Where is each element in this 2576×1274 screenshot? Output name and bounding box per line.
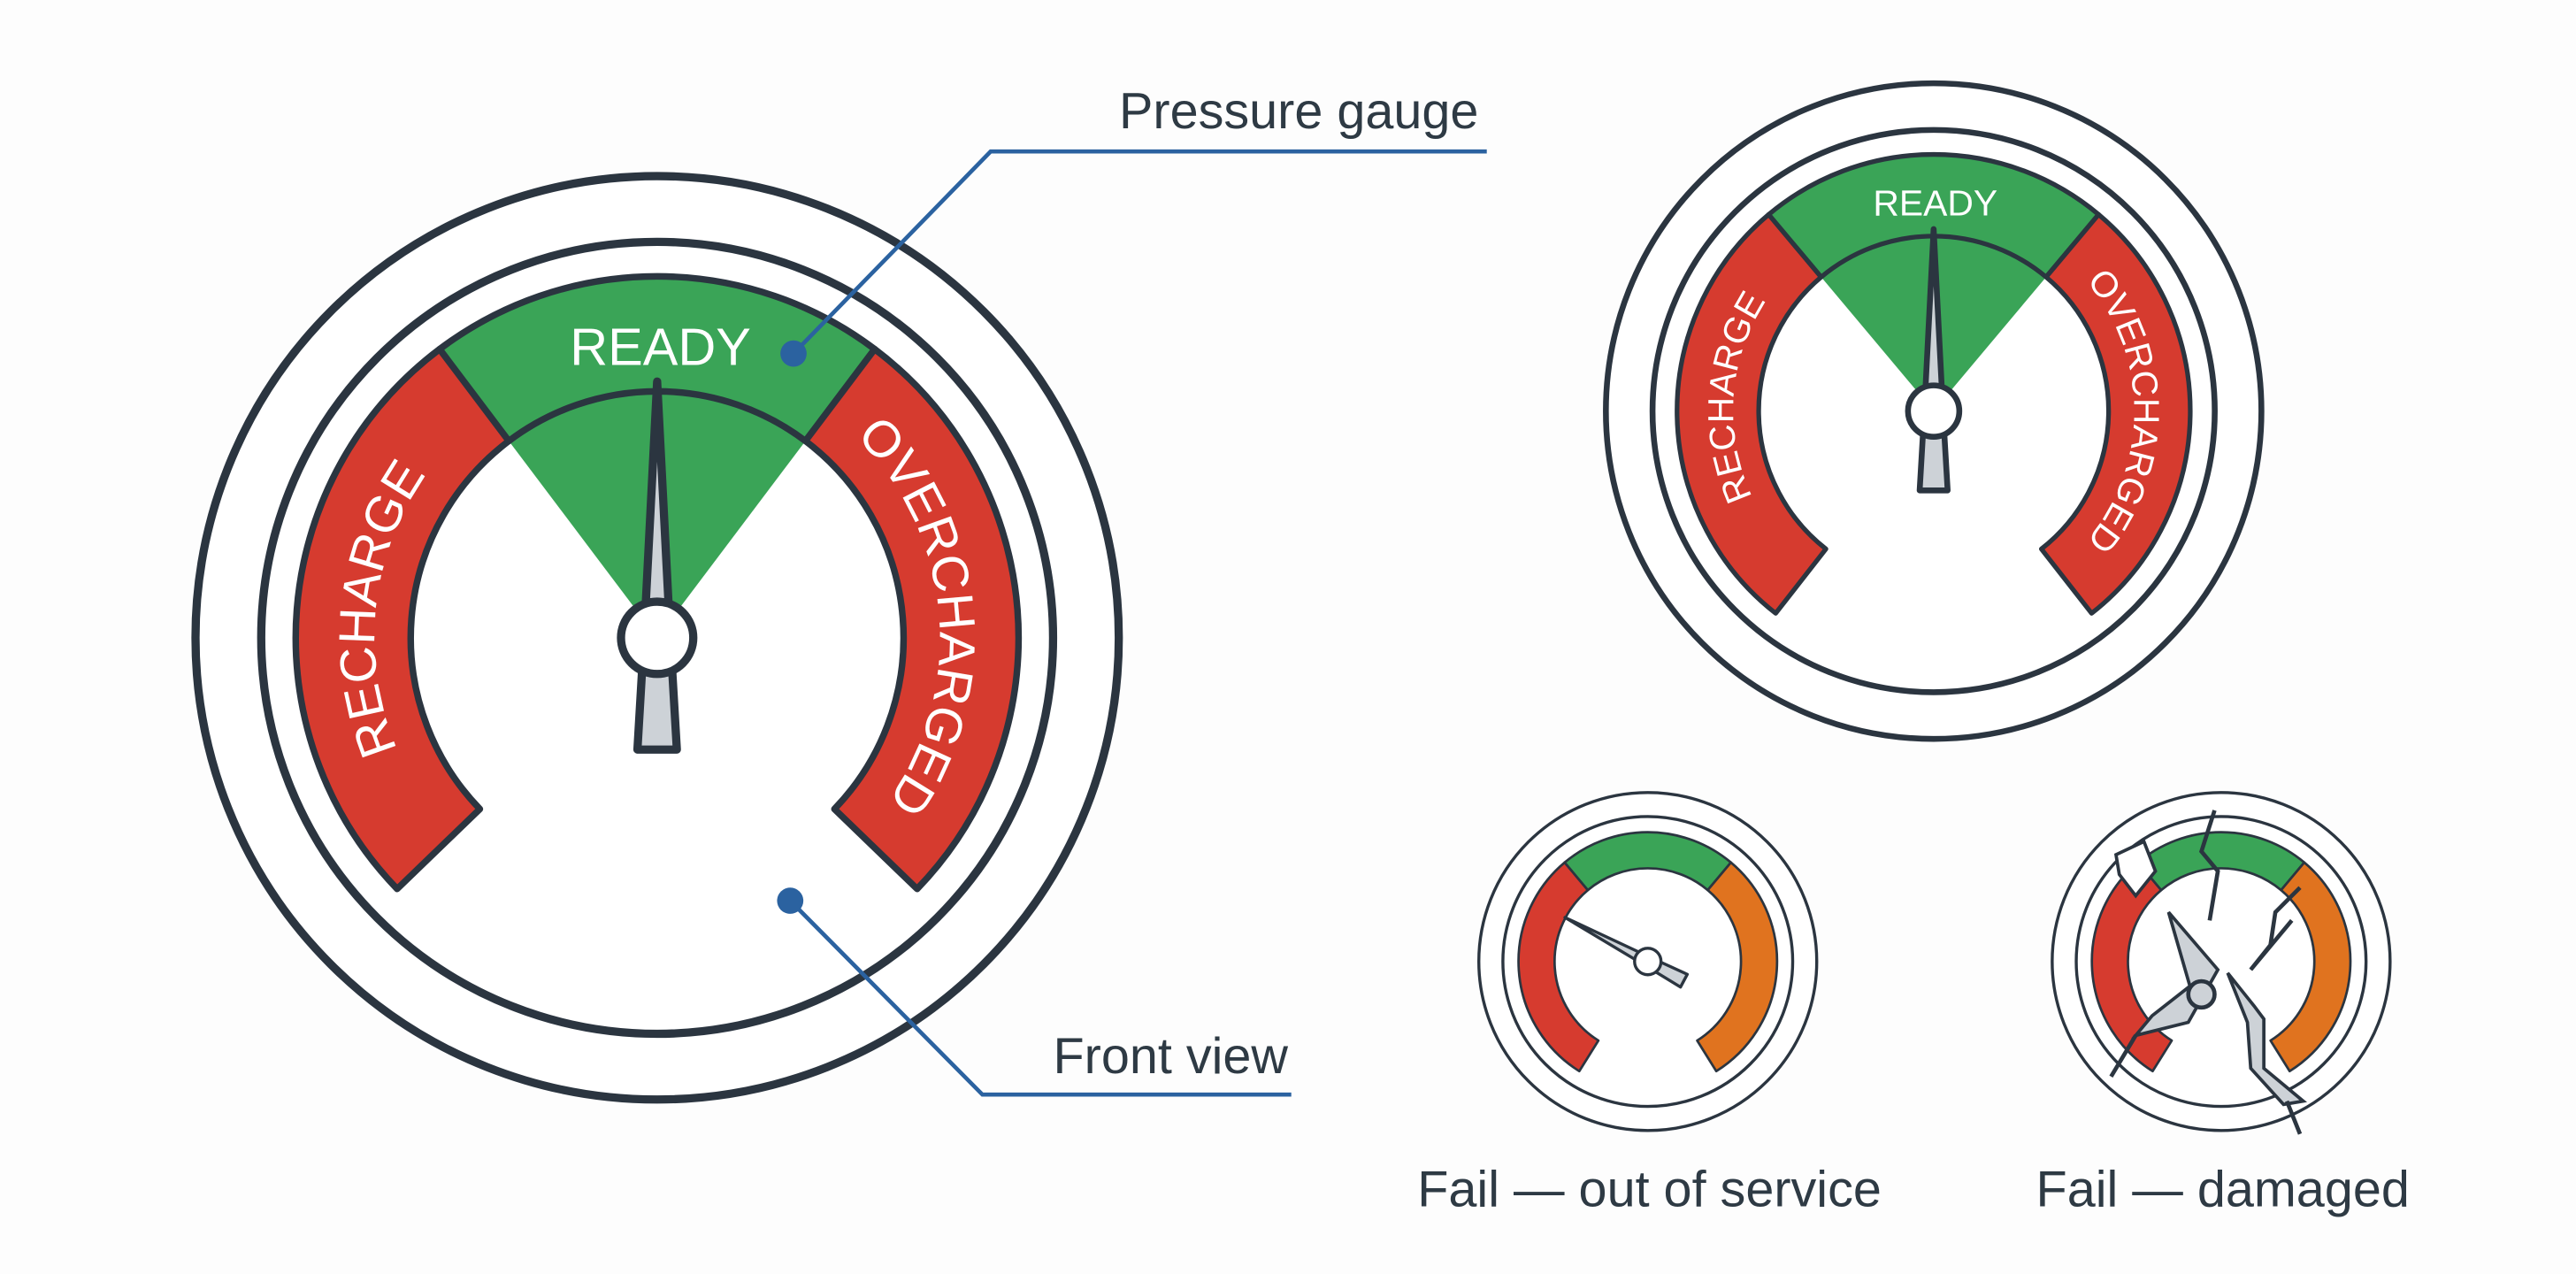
zone-ready: [436, 272, 878, 445]
zone-overcharged: [801, 345, 1023, 893]
zone-label-ready: READY: [1873, 183, 1997, 224]
caption-out-of-service: Fail — out of service: [1417, 1162, 1882, 1218]
zone-overcharged: [2269, 861, 2352, 1073]
caption-damaged: Fail — damaged: [2036, 1162, 2410, 1218]
fail-out-of-service-gauge: [1477, 791, 1819, 1132]
needle: [1905, 226, 1963, 494]
zone-recharge: [1675, 211, 1828, 616]
zone-label-ready: READY: [570, 318, 751, 377]
fail-damaged-gauge: [2051, 791, 2392, 1135]
leader-dot: [777, 887, 804, 914]
needle-hub: [2186, 979, 2217, 1010]
crack-line: [2109, 1034, 2303, 1135]
needle-hub: [1905, 382, 1963, 440]
needle: [617, 377, 698, 754]
leader-dot: [780, 340, 807, 367]
zone-overcharged: [2038, 211, 2193, 616]
needle-hub: [1633, 947, 1663, 977]
callout-front-view: Front view: [777, 887, 1292, 1097]
zone-overcharged: [1696, 861, 1779, 1073]
leader-line: [788, 899, 1292, 1097]
crack-shard: [2226, 971, 2308, 1107]
needle-hub: [617, 597, 698, 679]
crack-line: [2198, 810, 2302, 971]
zone-recharge: [292, 345, 512, 893]
zone-ready: [1766, 152, 2101, 280]
leader-line: [792, 149, 1487, 356]
callout-label: Front view: [1054, 1028, 1289, 1085]
crack-shard: [2113, 839, 2158, 899]
callout-pressure-gauge: Pressure gauge: [780, 83, 1487, 367]
callout-label: Pressure gauge: [1119, 83, 1478, 140]
